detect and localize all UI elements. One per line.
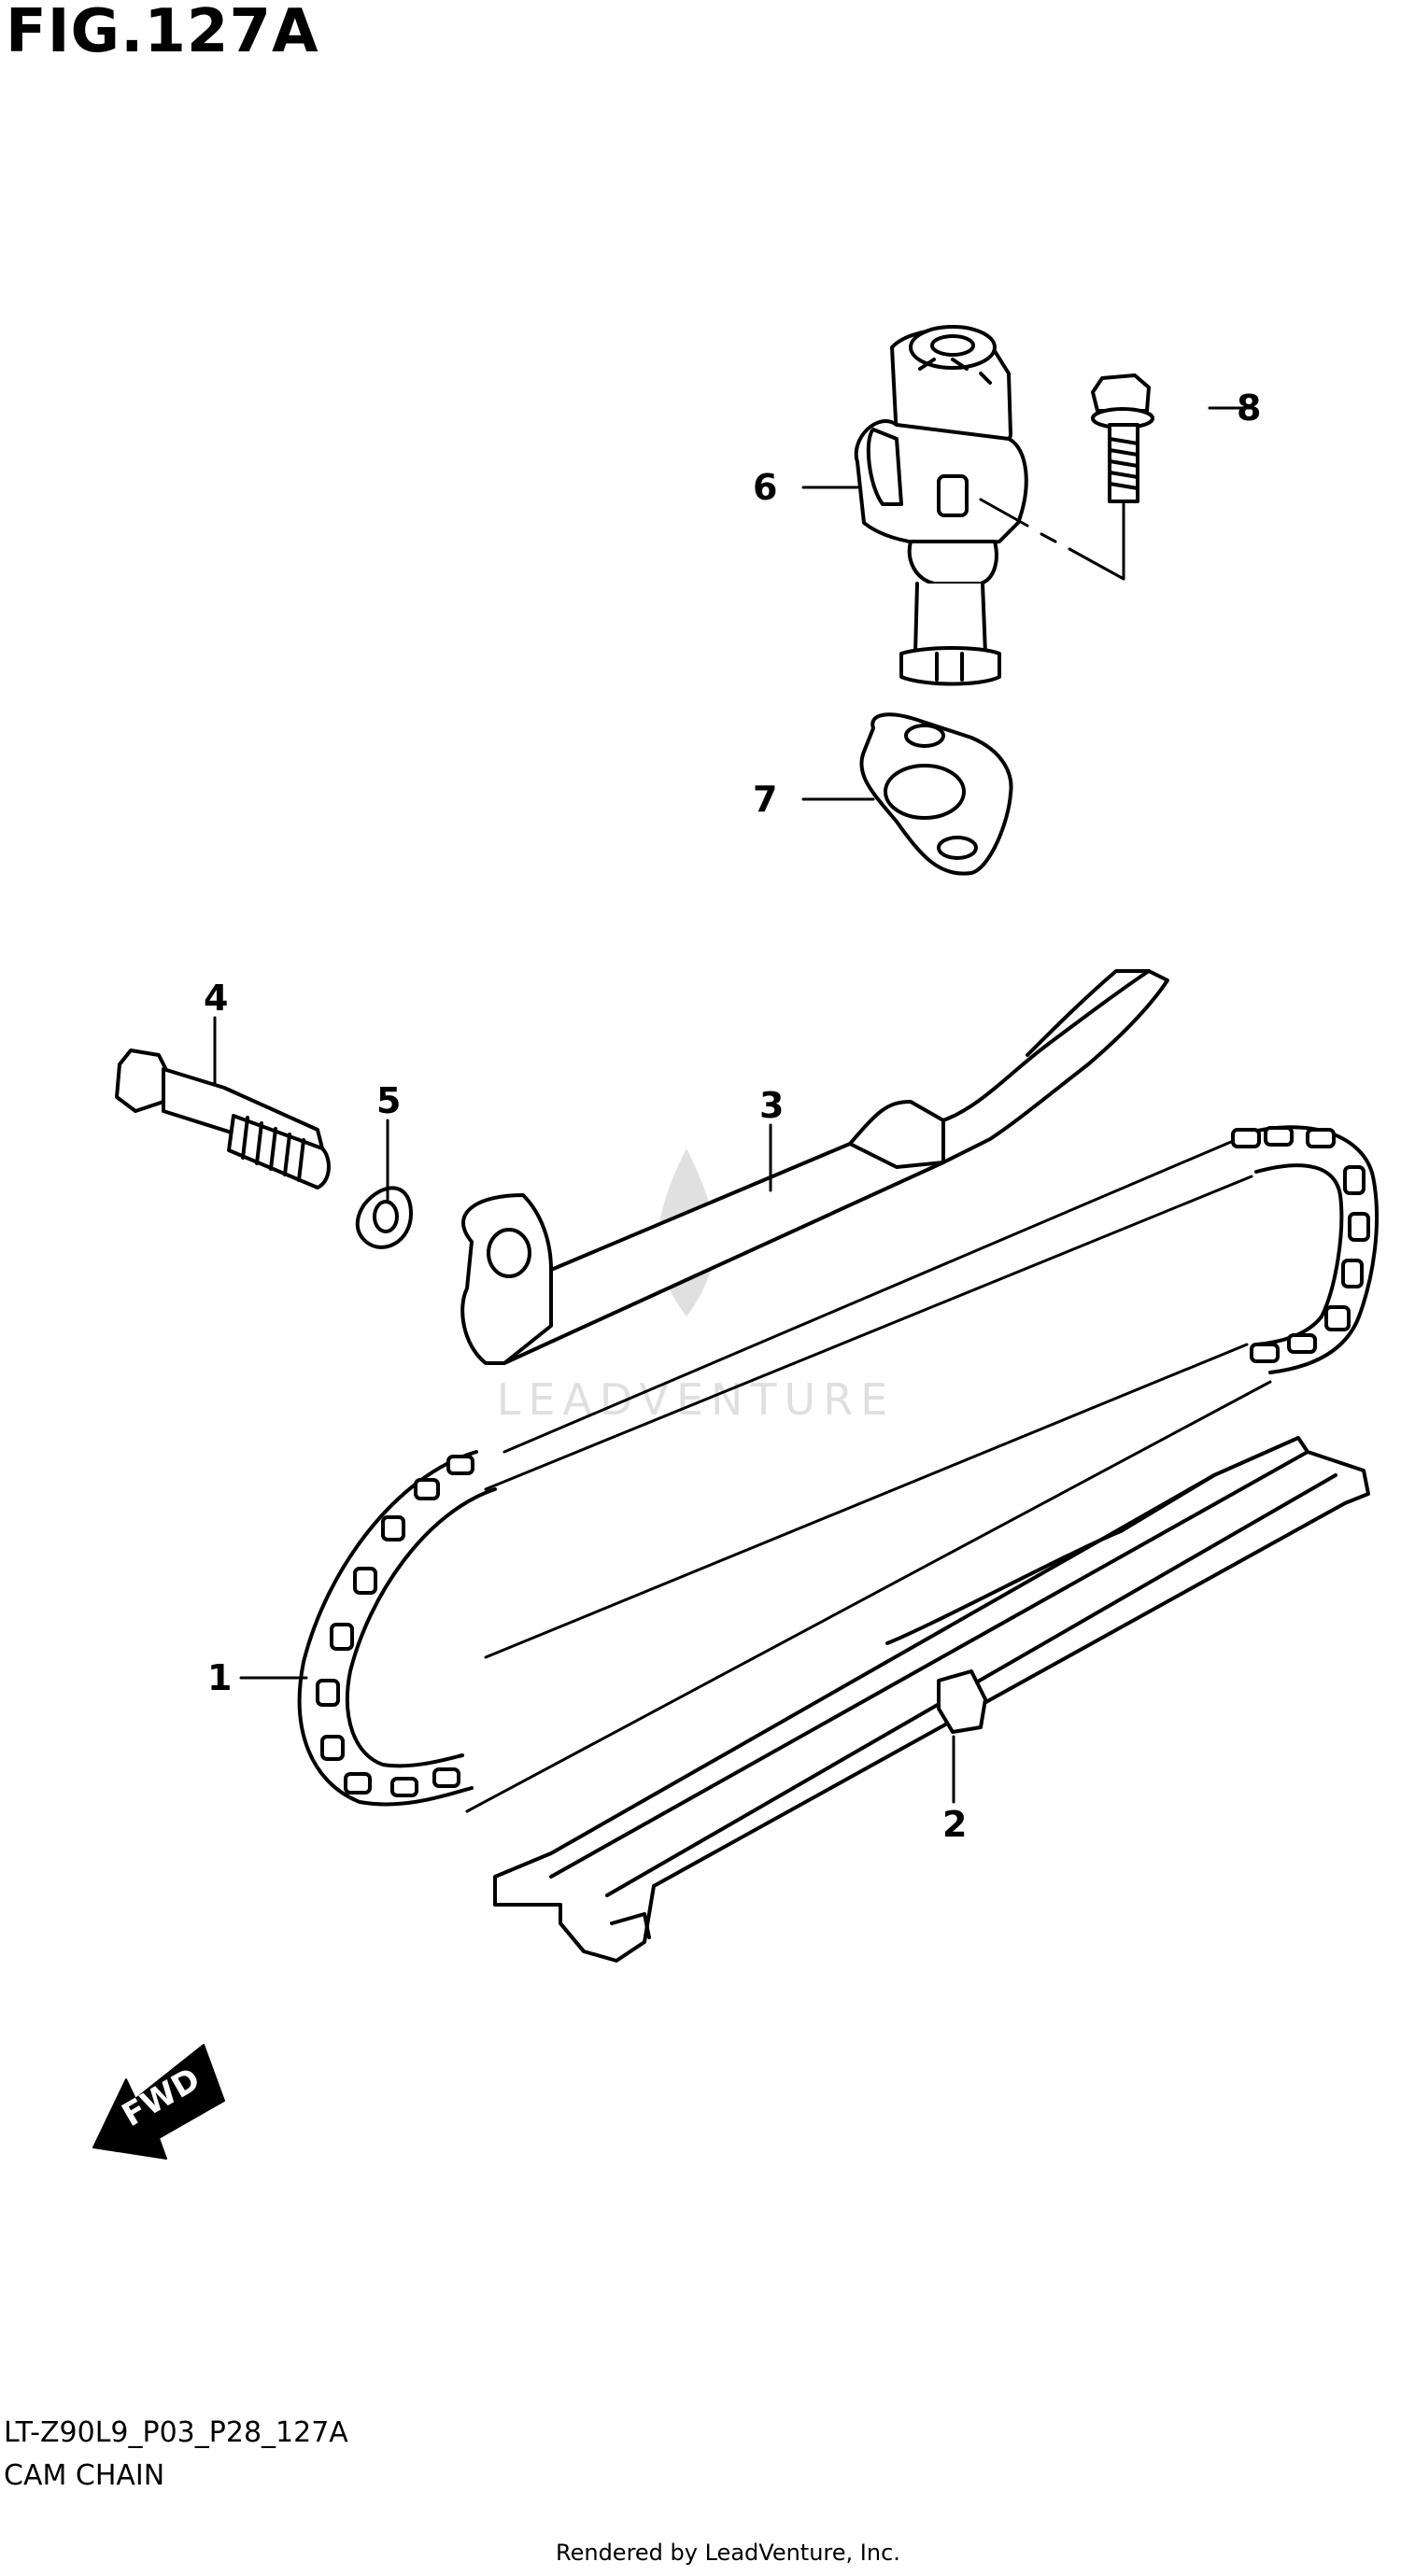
tensioner-assembly	[854, 325, 1028, 686]
callout-3: 3	[759, 1085, 785, 1126]
callout-1: 1	[207, 1657, 233, 1698]
render-credit: Rendered by LeadVenture, Inc.	[556, 2540, 900, 2566]
guide-washer	[355, 1186, 413, 1249]
callout-7: 7	[753, 779, 778, 820]
watermark-text: LEADVENTURE	[497, 1374, 896, 1425]
tensioner-chain-guide	[460, 969, 1169, 1365]
callout-8: 8	[1237, 387, 1262, 429]
callout-6: 6	[753, 467, 778, 508]
callout-4: 4	[204, 978, 229, 1019]
chain-guide	[493, 1436, 1370, 1963]
model-code: LT-Z90L9_P03_P28_127A	[4, 2416, 348, 2449]
figure-title: FIG.127A	[6, 0, 319, 66]
cam-chain	[297, 1125, 1379, 1813]
leader-lines	[213, 406, 1255, 1804]
diagram-caption: CAM CHAIN	[4, 2459, 165, 2492]
forward-arrow-icon: FWD	[92, 2044, 225, 2160]
tensioner-gasket	[859, 712, 1013, 876]
callout-5: 5	[376, 1080, 402, 1121]
callout-2: 2	[942, 1804, 968, 1845]
guide-bolt	[115, 1049, 331, 1189]
tensioner-bolt	[979, 373, 1154, 581]
